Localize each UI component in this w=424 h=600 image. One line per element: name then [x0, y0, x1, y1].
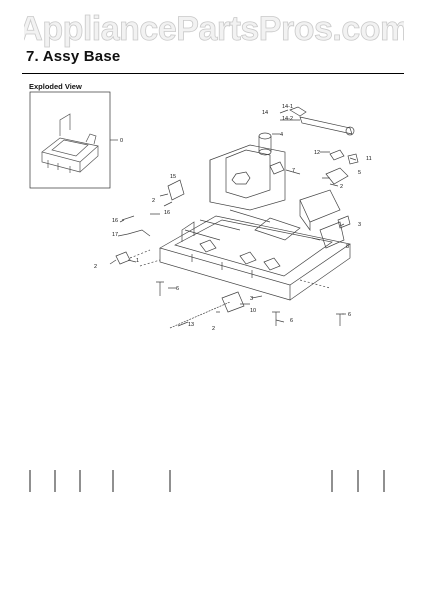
callout-0: 0	[120, 138, 123, 144]
pulley-drawing	[258, 132, 272, 140]
callout-14-1: 14-1	[282, 104, 293, 110]
callout-2-top: 2	[340, 184, 343, 190]
callout-3-right: 3	[358, 222, 361, 228]
callout-2-bottom: 2	[212, 326, 215, 332]
callout-8: 8	[346, 244, 349, 250]
callout-11: 11	[366, 156, 372, 162]
callout-14-2: 14-2	[282, 116, 293, 122]
callout-12: 12	[314, 150, 320, 156]
hose-drawing	[299, 116, 353, 135]
section-title: 7. Assy Base	[26, 48, 121, 65]
callout-10: 10	[250, 308, 256, 314]
callout-16-a: 16	[164, 210, 170, 216]
callout-7: 7	[292, 168, 295, 174]
callout-15: 15	[170, 174, 176, 180]
callout-2-mid: 2	[94, 264, 97, 270]
exploded-view-label: Exploded View	[29, 82, 82, 91]
section-header: 7. Assy Base	[22, 47, 404, 74]
callout-4: 4	[280, 132, 283, 138]
callout-1: 1	[136, 258, 139, 264]
callout-14: 14	[262, 110, 268, 116]
callout-16-b: 16	[112, 218, 118, 224]
exploded-view-diagram: 0 14 14-1 14-2 4 12 11 7 5 2 15 2 16 16 …	[29, 91, 372, 332]
callout-3-bottom: 3	[250, 296, 253, 302]
watermark-text: AppliancePartsPros.com	[24, 10, 404, 48]
screw-drawing	[156, 281, 164, 296]
inset-assembly-drawing	[41, 113, 99, 173]
callout-2-left: 2	[152, 198, 155, 204]
callout-6-left: 6	[176, 286, 179, 292]
callout-17: 17	[112, 232, 118, 238]
watermark: AppliancePartsPros.com	[24, 10, 404, 49]
callout-13: 13	[188, 322, 194, 328]
callout-6-right: 6	[348, 312, 351, 318]
callout-6-mid: 6	[290, 318, 293, 324]
base-frame-drawing	[159, 144, 351, 301]
parts-table-rules	[29, 470, 385, 492]
callout-5: 5	[358, 170, 361, 176]
